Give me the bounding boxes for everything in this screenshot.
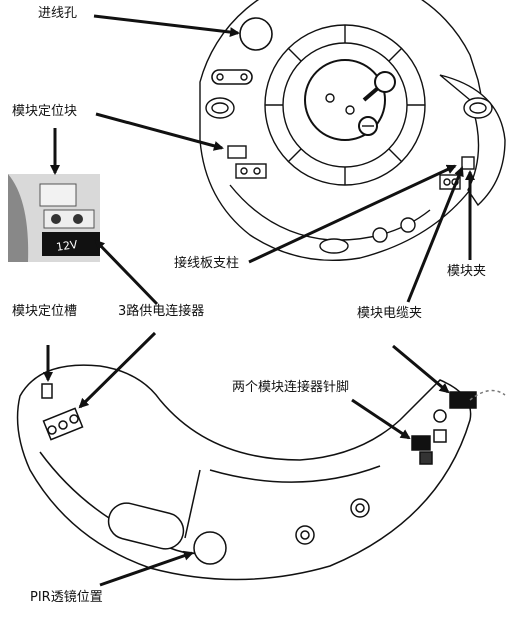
- label-two-module-connector-pins: 两个模块连接器针脚: [232, 380, 350, 395]
- cable-entry-hole: [239, 17, 273, 51]
- label-cable-entry-hole: 进线孔: [38, 6, 78, 21]
- locating-block: [227, 145, 247, 159]
- inset-photo: 12V: [8, 174, 100, 262]
- label-three-way-supply-connector: 3路供电连接器: [118, 304, 205, 319]
- label-module-locating-block: 模块定位块: [12, 104, 78, 119]
- label-pir-lens-position: PIR透镜位置: [30, 590, 103, 605]
- label-module-locating-slot: 模块定位槽: [12, 304, 78, 319]
- module-locating-slot: [41, 383, 53, 399]
- cable-clip-block: [449, 391, 477, 409]
- sensor-module: [16, 364, 506, 581]
- label-module-cable-clip: 模块电缆夹: [357, 306, 423, 321]
- label-terminal-board-post: 接线板支柱: [174, 256, 240, 271]
- housing-base: [199, 0, 506, 261]
- pir-lens: [193, 531, 227, 565]
- module-clip: [461, 156, 475, 170]
- inset-voltage-text: 12V: [55, 238, 79, 254]
- mounting-slot: [211, 69, 253, 85]
- label-module-clip: 模块夹: [447, 264, 487, 279]
- pir-lens-recess: [107, 502, 185, 550]
- leader-arrows: [43, 14, 475, 587]
